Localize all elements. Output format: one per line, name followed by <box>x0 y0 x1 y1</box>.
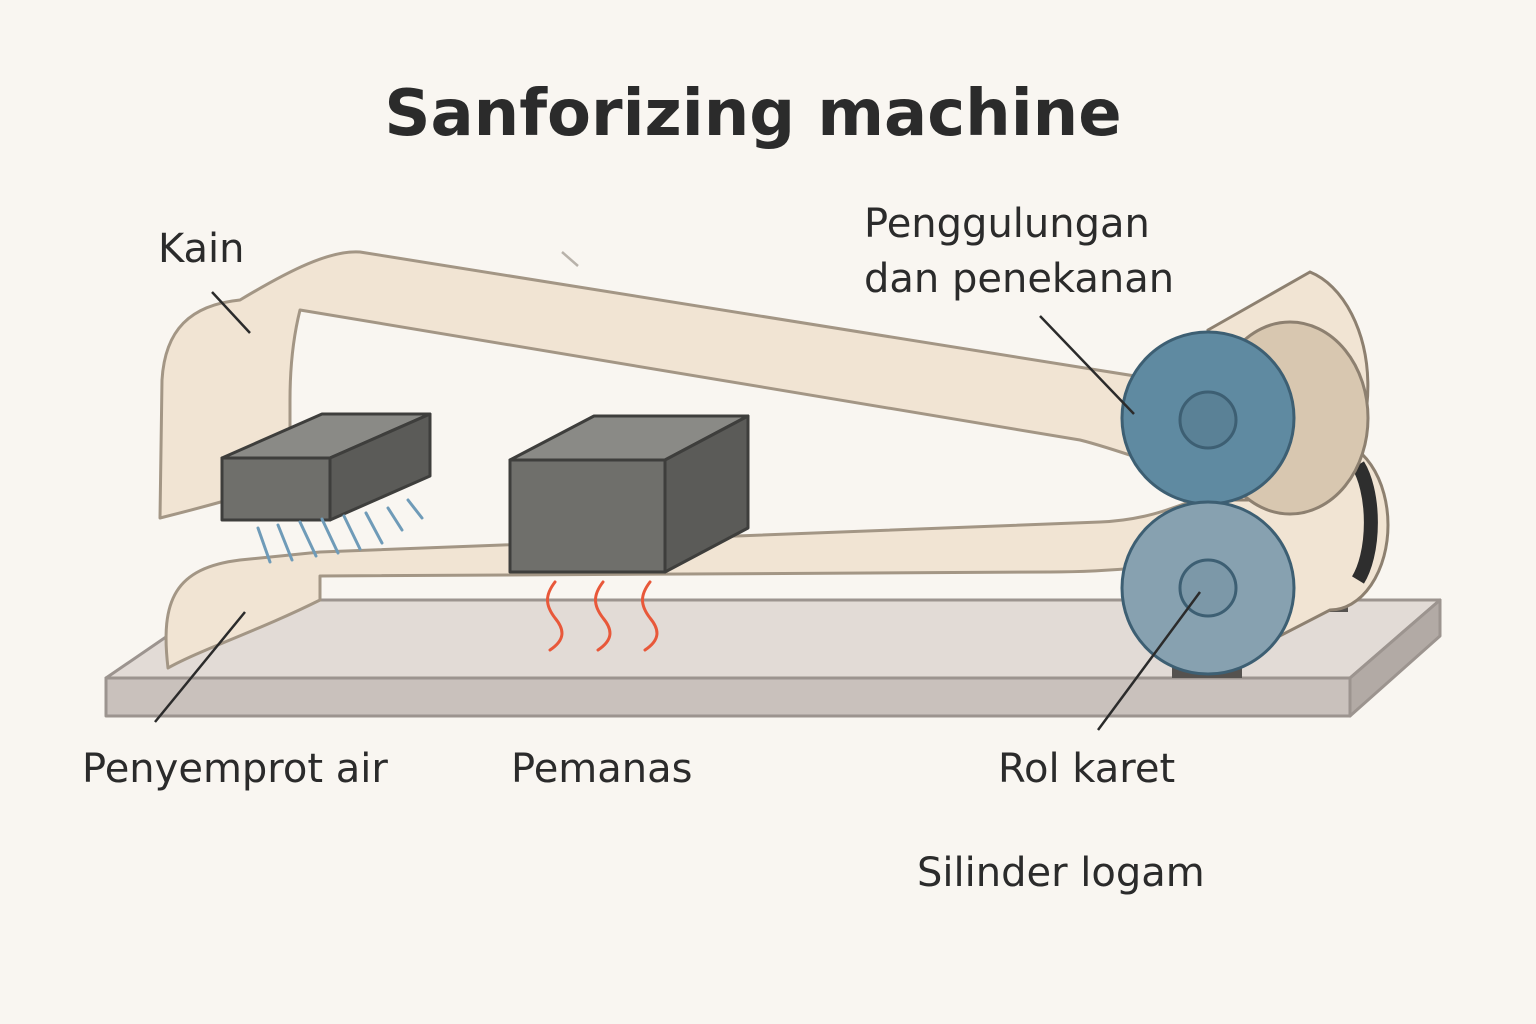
water-spray-lines-icon <box>256 498 424 564</box>
fabric-fold-mark <box>561 251 579 267</box>
heat-wave-lines-icon <box>546 580 659 652</box>
rubber-roller <box>1120 500 1296 676</box>
leader-fabric <box>211 291 251 334</box>
label-metal-cylinder: Silinder logam <box>917 850 1205 896</box>
leader-winding <box>1039 315 1135 415</box>
base-plate <box>104 598 1442 718</box>
diagram-title: Sanforizing machine <box>384 77 1121 151</box>
label-fabric: Kain <box>158 226 245 272</box>
label-water-sprayer: Penyemprot air <box>82 746 388 792</box>
pressing-roller <box>1120 320 1370 516</box>
leader-water-sprayer <box>154 611 246 723</box>
leader-rubber-roll <box>1096 591 1202 731</box>
heater-box <box>508 414 750 574</box>
label-winding-line1: Penggulungan <box>864 201 1150 247</box>
water-sprayer-box <box>220 412 432 522</box>
label-rubber-roll: Rol karet <box>998 746 1175 792</box>
label-heater: Pemanas <box>511 746 692 792</box>
label-winding-line2: dan penekanan <box>864 256 1174 302</box>
